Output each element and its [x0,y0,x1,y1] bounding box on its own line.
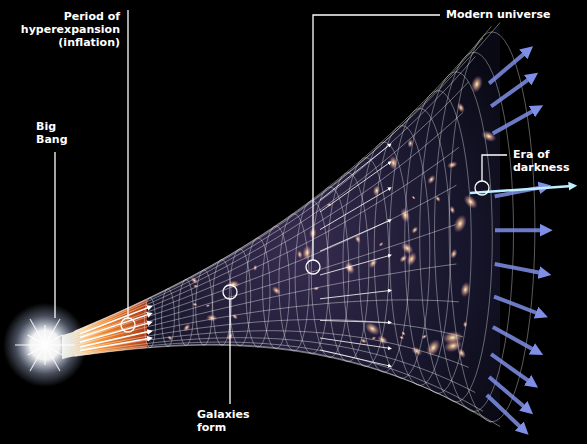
grid-line [75,345,500,426]
burst-ray [44,345,45,365]
galaxy [378,241,385,248]
galaxy [469,74,485,95]
callout-label: Galaxies form [197,408,259,434]
expansion-arrow [80,307,150,334]
leader-line [482,155,507,181]
grid-line [75,27,492,332]
expansion-arrow [320,350,390,366]
expansion-arrow [320,320,390,322]
galaxy [296,250,303,260]
burst-ray [45,335,62,345]
callout-circle [223,285,237,299]
galaxy [446,160,459,170]
expansion-arrow [320,162,390,212]
galaxy [423,336,444,359]
grid-line [73,112,463,336]
grid-ring [279,214,309,351]
expansion-arrow [494,297,541,315]
galaxy [231,312,239,320]
darkness-arrow [470,186,572,193]
callout-label: Modern universe [446,8,550,21]
grid-line [74,38,483,332]
leader-line [313,15,440,260]
grid-line [75,344,492,422]
expanding-universe-funnel [70,23,500,427]
callout-label: Big Bang [36,120,84,146]
expansion-arrow [320,188,390,229]
expansion-arrow [493,327,537,351]
expansion-arrow [320,338,390,348]
expansion-arrow [489,51,527,83]
expansion-arrow [80,338,150,350]
burst-ray [28,345,45,355]
galaxy [451,212,470,234]
galaxy [399,240,416,257]
callout-label: Period of hyperexpansion (inflation) [8,10,120,49]
callout-circle [121,318,135,332]
expansion-arrow [495,228,545,232]
expansion-arrow [487,395,523,430]
callout-label: Era of darkness [513,148,581,174]
expansion-arrow [495,264,544,274]
grid-line [74,342,483,411]
galaxy [411,195,417,201]
callout-circle [306,260,320,274]
burst-ray [44,325,45,345]
grid-line [75,23,500,331]
expansion-arrow [320,145,390,200]
grid-line [73,57,475,333]
leader-line [54,152,55,318]
burst-ray [30,319,45,345]
grid-line [72,225,455,344]
expansion-arrow [491,77,532,106]
expansion-arrow [491,354,532,383]
leader-line [127,10,128,318]
big-bang-burst [3,303,87,387]
leader-line [229,299,230,404]
grid-ring [374,126,430,379]
grid-line [72,185,456,341]
grid-line [72,264,456,346]
expansion-arrow [320,255,390,275]
burst-ray [45,345,60,371]
expansion-arrow [493,109,537,133]
grid-ring [405,91,472,394]
callout-circle [475,181,489,195]
galaxy [410,225,420,235]
grid-line [73,82,469,335]
grid-ring [295,201,329,354]
burst-ray [45,344,75,345]
grid-line [73,338,475,393]
galaxy [270,284,283,296]
expansion-arrow [320,291,390,299]
grid-ring [449,32,535,422]
galaxy [463,321,468,328]
burst-ray [15,344,45,345]
expansion-arrow [320,220,390,251]
